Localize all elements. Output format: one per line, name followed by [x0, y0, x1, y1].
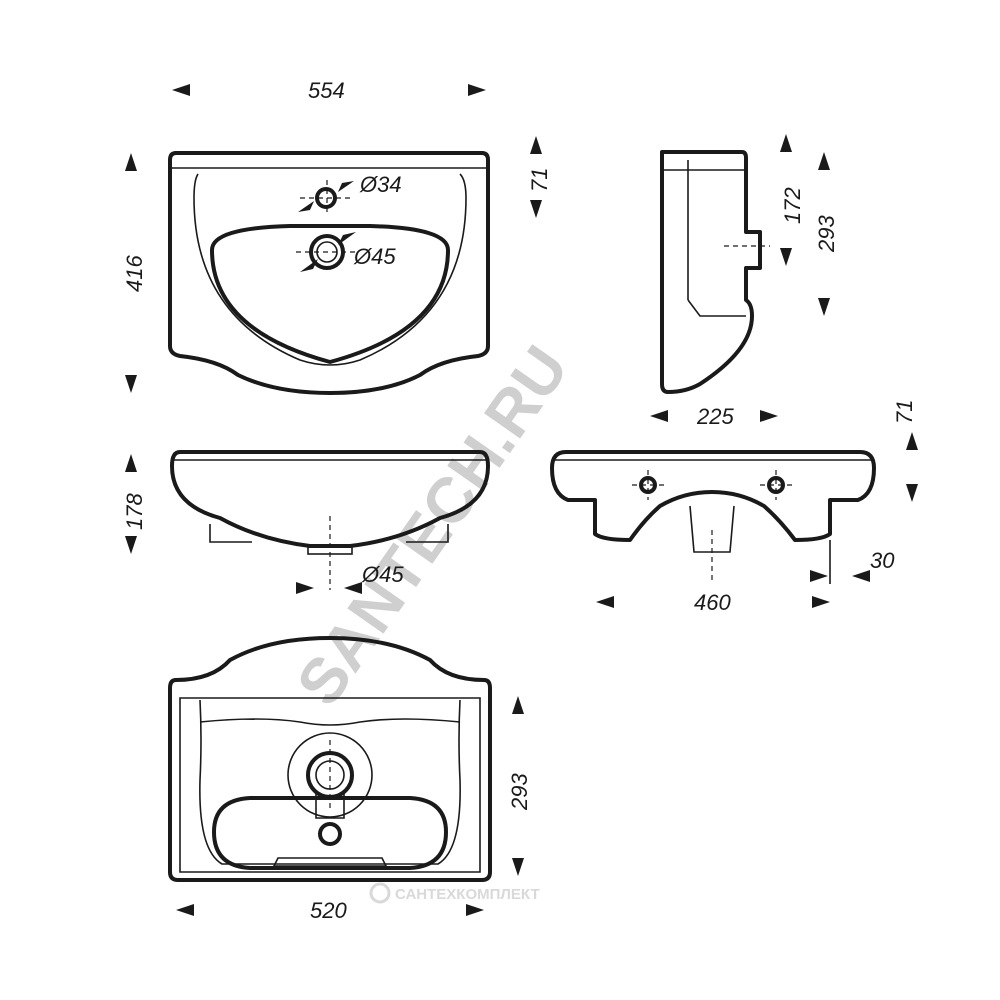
top-view: [168, 151, 490, 395]
brand-logo-icon: [369, 882, 391, 904]
front-view: [170, 450, 490, 590]
dim-side-total: 293: [814, 215, 839, 253]
dim-back-width: 460: [694, 590, 731, 615]
dim-front-height: 178: [122, 493, 147, 530]
dim-side-height: 172: [780, 187, 805, 224]
dim-back-offset: 71: [892, 400, 917, 424]
dim-top-width: 554: [308, 78, 345, 103]
side-view: [660, 150, 770, 394]
dim-back-edge: 30: [870, 548, 895, 573]
bottom-view: [168, 636, 492, 882]
back-view: [550, 450, 876, 584]
dim-front-drain: Ø45: [361, 562, 404, 587]
dim-bottom-depth: 293: [507, 773, 532, 811]
dim-tap-offset: 71: [527, 168, 552, 192]
dim-top-depth: 416: [122, 255, 147, 292]
dim-drain-top: Ø45: [353, 244, 396, 269]
dim-bottom-width: 520: [310, 898, 347, 923]
dim-side-depth: 225: [696, 404, 734, 429]
watermark-brand: САНТЕХКОМПЛЕКТ: [395, 886, 540, 903]
dim-tap-hole: Ø34: [359, 172, 402, 197]
